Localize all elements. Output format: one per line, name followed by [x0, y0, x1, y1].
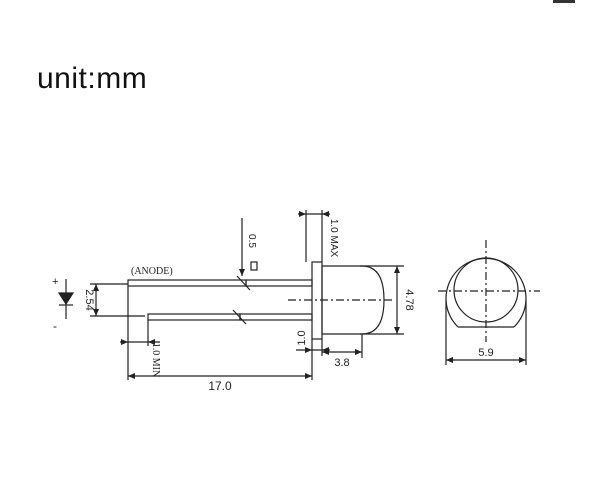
break-mark-2 — [232, 309, 247, 325]
diode-triangle — [57, 292, 75, 306]
dim-10min-label: 1.0 MIN — [150, 343, 161, 377]
cathode-lead-left — [147, 313, 241, 321]
arrow-pitch-top — [93, 284, 99, 291]
break-mark-1 — [236, 275, 251, 291]
lead-section-icon — [250, 261, 258, 271]
plus-label: + — [52, 276, 58, 288]
dim-10-label: 1.0 — [296, 330, 308, 345]
arrow-10-left — [305, 347, 312, 353]
cathode-lead-right — [239, 313, 313, 321]
minus-label: - — [53, 319, 57, 333]
dim-170-label: 17.0 — [208, 379, 232, 393]
arrow-478-top — [394, 266, 400, 273]
arrow-pitch-bottom — [93, 309, 99, 316]
arrow-10max-left — [299, 211, 306, 217]
arrow-59-left — [446, 357, 453, 363]
dim-478-label: 4.78 — [403, 289, 415, 310]
arrow-59-right — [519, 357, 526, 363]
arrow-10max-right — [322, 211, 329, 217]
arrow-478-bottom — [394, 327, 400, 334]
arrow-10min-right — [148, 339, 155, 345]
anode-label: (ANODE) — [131, 266, 173, 277]
arrow-38-right — [355, 349, 362, 355]
anode-lead-left — [127, 279, 247, 287]
arrow-38-left — [322, 349, 329, 355]
unit-label: unit:mm — [37, 62, 148, 95]
dim-10max-label: 1.0 MAX — [328, 219, 339, 258]
arrow-05 — [239, 269, 245, 276]
dim-38-label: 3.8 — [334, 357, 349, 369]
corner-mark — [553, 0, 575, 3]
arrow-10min-left — [121, 339, 128, 345]
arrow-170-left — [128, 373, 135, 379]
dim-59-label: 5.9 — [478, 347, 493, 359]
dim-254-label: 2.54 — [83, 289, 95, 310]
arrow-170-right — [305, 373, 312, 379]
dim-05-label: 0.5 — [246, 234, 257, 248]
anode-lead-right — [245, 279, 313, 287]
